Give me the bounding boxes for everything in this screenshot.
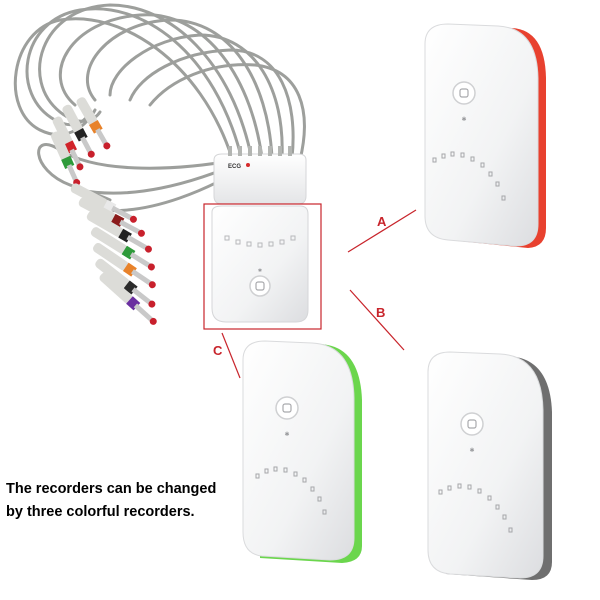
selection-frame — [203, 203, 322, 330]
callout-lines — [221, 209, 417, 379]
hub-brand-text: ECG — [228, 164, 241, 170]
hub-brand-dot — [246, 163, 250, 167]
main-recorder: ✱ — [211, 146, 309, 323]
caption-line-2: by three colorful recorders. — [6, 504, 195, 520]
label-c: C — [213, 343, 223, 358]
label-a: A — [377, 214, 387, 229]
svg-text:✱: ✱ — [461, 116, 466, 123]
recorder-gray: ✱ — [427, 351, 552, 580]
label-b: B — [376, 305, 386, 320]
electrode-plugs-lower — [70, 183, 157, 325]
electrode-plugs-upper — [51, 97, 111, 186]
svg-text:✱: ✱ — [469, 447, 474, 454]
caption-line-1: The recorders can be changed — [6, 481, 217, 497]
recorder-green: ✱ — [242, 340, 362, 563]
svg-text:✱: ✱ — [258, 268, 262, 274]
svg-text:✱: ✱ — [284, 431, 289, 438]
recorder-red: ✱ — [424, 23, 546, 248]
caption: The recorders can be changed by three co… — [6, 478, 246, 524]
